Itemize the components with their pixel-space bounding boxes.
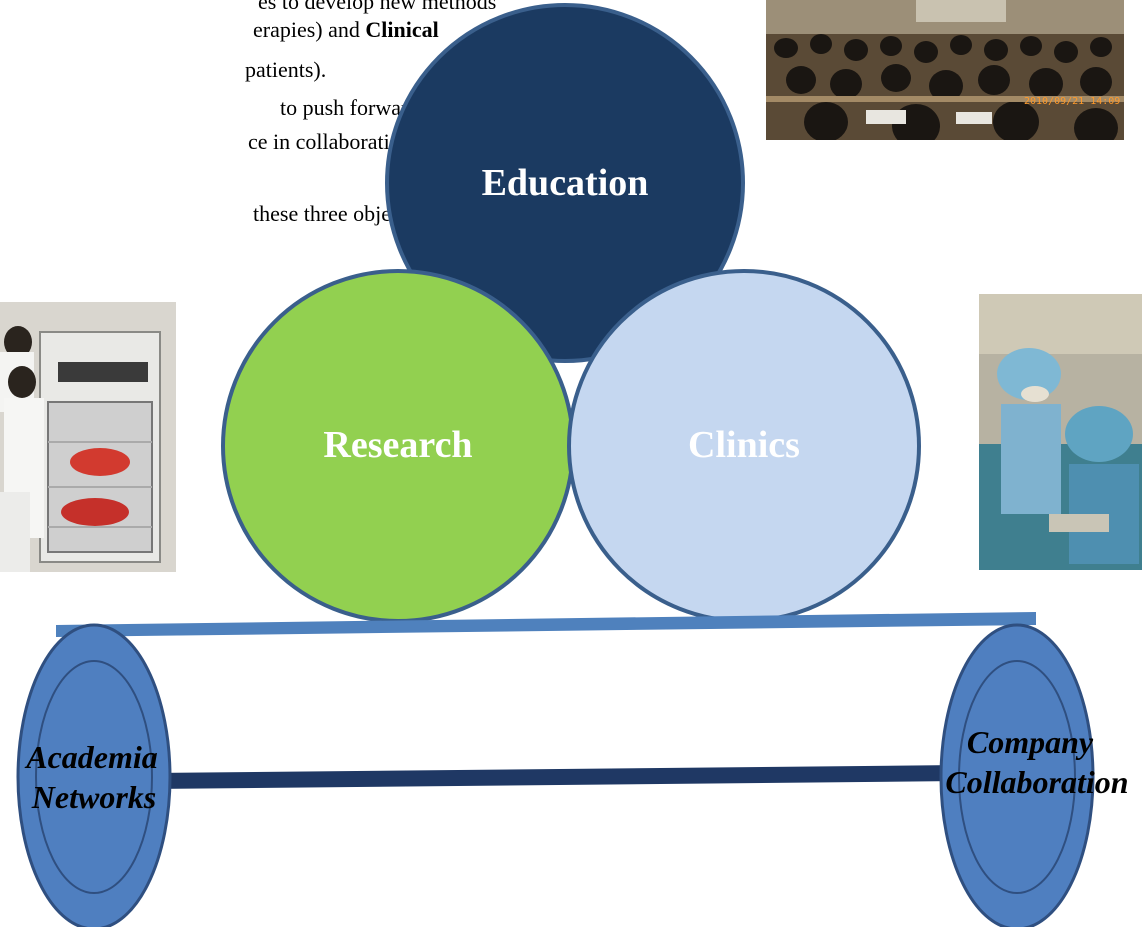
clinics-label: Clinics	[688, 424, 800, 466]
intro-line: patients).	[245, 57, 327, 82]
support-beam	[56, 612, 1036, 637]
connecting-bar	[150, 765, 960, 789]
company-label-line1: Company	[967, 724, 1094, 760]
academia-label-line2: Networks	[31, 779, 156, 815]
company-oval	[939, 623, 1095, 927]
education-label: Education	[482, 162, 649, 204]
education-circle	[385, 3, 745, 363]
academia-label-line1: Academia	[24, 739, 158, 775]
photo-timestamp: 2010/09/21 14:09	[1024, 96, 1120, 107]
research-label: Research	[323, 424, 472, 466]
lecture-hall-photo: 2010/09/21 14:09	[766, 0, 1124, 140]
intro-bold-clinical: Clinical	[365, 17, 439, 42]
academia-oval-inner	[35, 660, 153, 894]
surgery-photo	[979, 294, 1142, 570]
academia-oval	[16, 623, 172, 927]
company-oval-inner	[958, 660, 1076, 894]
company-label-line2: Collaboration	[945, 764, 1128, 800]
laboratory-photo	[0, 302, 176, 572]
intro-line: es to develop new methods	[258, 0, 497, 14]
intro-line: erapies) and Clinical	[253, 17, 439, 42]
